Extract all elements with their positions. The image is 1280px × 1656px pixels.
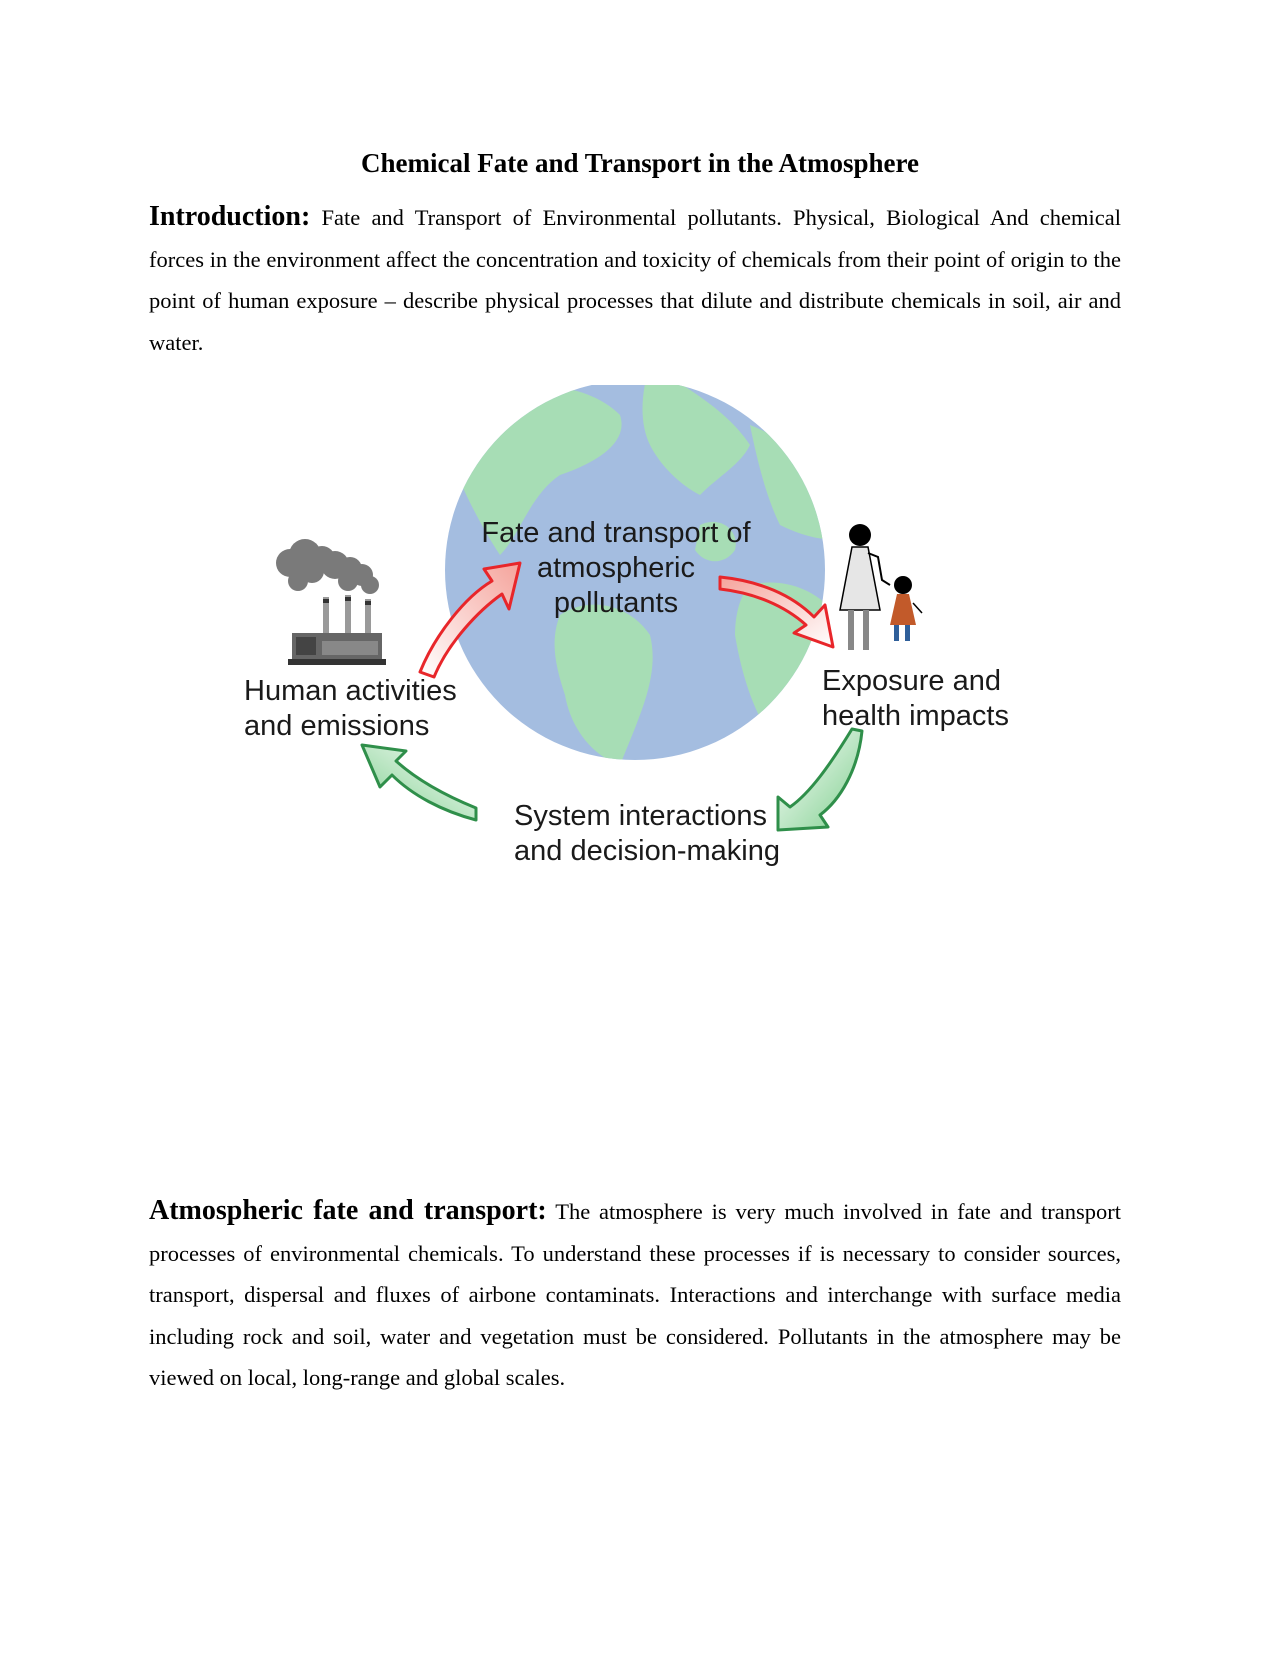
bottom-label-line2: and decision-making	[514, 835, 780, 867]
center-label-line3: pollutants	[554, 587, 678, 619]
bottom-label-line1: System interactions	[514, 800, 767, 832]
introduction-paragraph: Introduction: Fate and Transport of Envi…	[149, 196, 1121, 363]
atmospheric-fate-paragraph: Atmospheric fate and transport: The atmo…	[149, 1190, 1121, 1399]
page-title: Chemical Fate and Transport in the Atmos…	[361, 148, 919, 178]
introduction-heading: Introduction:	[149, 201, 311, 232]
fate-to-exposure-arrow	[718, 575, 835, 649]
right-label-line2: health impacts	[822, 700, 1009, 732]
left-label-line2: and emissions	[244, 710, 429, 742]
factory-smokestack-icon	[276, 539, 386, 665]
atmospheric-fate-heading: Atmospheric fate and transport:	[149, 1195, 547, 1226]
center-label-line2: atmospheric	[537, 552, 695, 584]
adult-and-child-icon	[839, 524, 923, 650]
fate-transport-diagram: Fate and transport of atmospheric pollut…	[230, 385, 1050, 925]
emission-to-fate-arrow	[418, 561, 522, 679]
atmospheric-fate-text: The atmosphere is very much involved in …	[149, 1199, 1122, 1390]
center-label-line1: Fate and transport of	[481, 517, 751, 549]
earth-globe-icon	[445, 385, 825, 760]
system-to-human-arrow	[360, 743, 478, 822]
right-label-line1: Exposure and	[822, 665, 1001, 697]
left-label-line1: Human activities	[244, 675, 457, 707]
introduction-text: Fate and Transport of Environmental poll…	[149, 205, 1121, 355]
exposure-to-system-arrow	[776, 727, 864, 832]
